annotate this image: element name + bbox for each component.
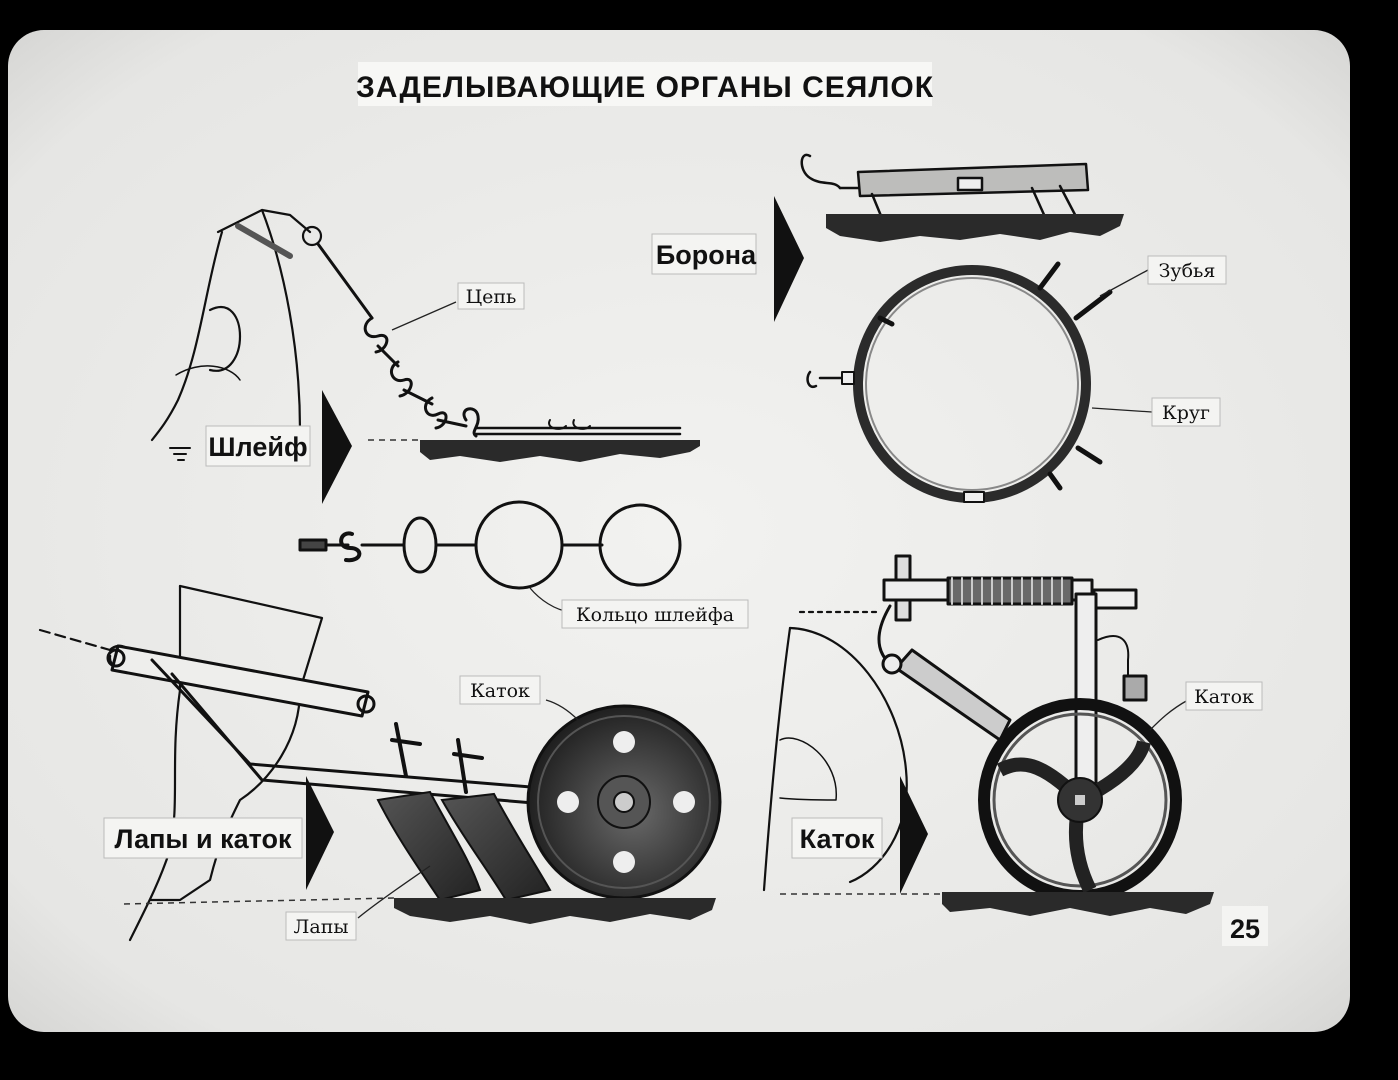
ground-katok: [942, 892, 1214, 916]
katok-roller-leader: [1149, 699, 1189, 731]
page-number-plate: 25: [1222, 906, 1268, 946]
chain-drawing: [316, 242, 682, 438]
circle-harrow-drawing: [806, 261, 1113, 503]
tines-leader: [357, 865, 431, 919]
tine-2: [440, 792, 552, 902]
lapy-roller-label: Каток: [470, 680, 530, 702]
ground-lapy: [394, 898, 716, 924]
roller-bracket-drawing: [877, 554, 1148, 804]
borona-arrow: [774, 196, 804, 322]
circle-label: Круг: [1162, 402, 1210, 424]
katok-roller-label: Каток: [1194, 686, 1254, 708]
chain-label: Цепь: [466, 286, 517, 308]
disc-outline-drawing: [762, 610, 908, 892]
coulter-drawing: [150, 208, 323, 461]
ground-guide-lapy: [123, 897, 395, 905]
borona-heading: Борона: [656, 240, 757, 270]
shleif-arrow: [322, 390, 352, 504]
tine-1: [376, 790, 482, 902]
katok-heading: Каток: [800, 824, 875, 854]
lapy-arrow: [306, 776, 334, 890]
shleif-rings-drawing: [298, 500, 682, 590]
teeth-leader: [1099, 269, 1149, 297]
lapy-section: Каток Лапы Лапы и каток: [38, 584, 722, 942]
tines-label: Лапы: [294, 916, 349, 938]
lapy-roller-drawing: [526, 704, 722, 900]
borona-section: Борона Зубья Круг: [651, 153, 1227, 503]
lapy-roller-leader: [545, 699, 579, 721]
page-number: 25: [1230, 914, 1260, 944]
teeth-label: Зубья: [1159, 260, 1216, 282]
planter-beams-drawing: [106, 644, 642, 814]
ground-borona: [826, 214, 1124, 242]
harrow-side-drawing: [800, 153, 1090, 230]
ground-shleif: [420, 440, 700, 462]
title-plate: ЗАДЕЛЫВАЮЩИЕ ОРГАНЫ СЕЯЛОК: [356, 62, 934, 106]
circle-leader: [1091, 407, 1153, 413]
lapy-heading: Лапы и каток: [114, 824, 291, 854]
shleif-heading: Шлейф: [208, 432, 307, 462]
ring-label: Кольцо шлейфа: [576, 604, 734, 626]
page-title: ЗАДЕЛЫВАЮЩИЕ ОРГАНЫ СЕЯЛОК: [356, 71, 934, 104]
katok-arrow: [900, 776, 928, 894]
shleif-section: Цепь Шлейф Кольцо шлейфа: [150, 208, 749, 629]
katok-section: Каток Каток: [762, 554, 1263, 916]
chain-leader: [391, 301, 457, 331]
